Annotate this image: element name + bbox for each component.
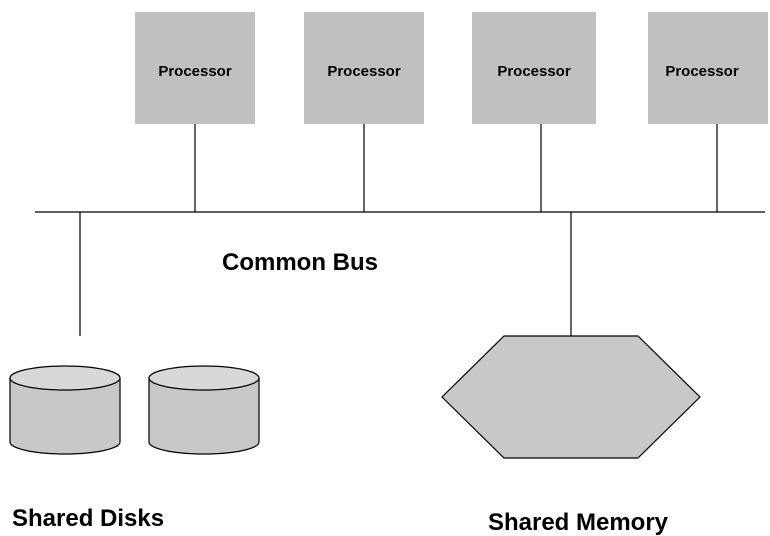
processor-label: Processor [327,63,401,80]
processor-node-3: Processor [472,12,596,124]
shared-disk-1 [9,365,121,455]
processor-box [648,12,768,124]
processor-box [135,12,255,124]
processor-box [304,12,424,124]
shared-memory-label: Shared Memory [488,509,669,536]
disk-top [9,365,121,391]
common-bus-label: Common Bus [222,249,378,276]
disk-body [148,377,260,455]
processor-node-2: Processor [304,12,424,124]
processor-node-4: Processor [648,12,768,124]
disk-top [148,365,260,391]
shared-disks-label: Shared Disks [12,505,164,532]
processor-box [472,12,596,124]
processor-label: Processor [497,63,571,80]
processor-label: Processor [665,63,739,80]
shared-disk-2 [148,365,260,455]
disk-body [9,377,121,455]
processor-label: Processor [158,63,232,80]
processor-node-1: Processor [135,12,255,124]
shared-memory-hexagon [441,335,701,459]
